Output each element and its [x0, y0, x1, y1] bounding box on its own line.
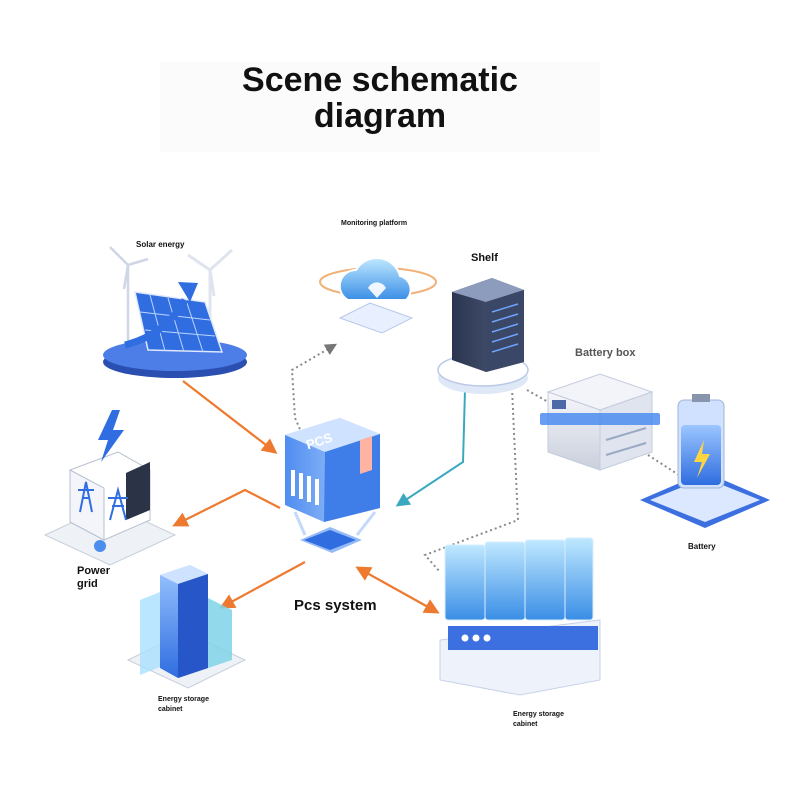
title-line-2: diagram [313, 97, 447, 135]
diagram-title: Scene schematic diagram [160, 62, 600, 152]
link-shelf-to-cabinet [423, 387, 520, 573]
label-battery: Battery [688, 542, 716, 551]
power-grid-icon [43, 410, 177, 566]
link-pcs-to-monitoring [290, 343, 338, 453]
label-energy-storage-right: Energy storage cabinet [513, 710, 564, 730]
link-box-to-battery [647, 454, 683, 478]
label-energy-storage-right-line-2: cabinet [513, 721, 538, 728]
connections [172, 343, 683, 614]
link-shelf-to-battery-box [526, 389, 551, 404]
label-solar-energy: Solar energy [136, 240, 185, 249]
link-pcs-to-grid [172, 488, 281, 527]
label-pcs-system: Pcs system [294, 597, 377, 614]
label-energy-storage-left-line-1: Energy storage [158, 696, 209, 703]
label-shelf: Shelf [471, 252, 498, 264]
shelf-icon [437, 278, 529, 394]
link-pcs-to-left-cabinet [219, 561, 306, 609]
battery-box-icon [540, 373, 660, 471]
label-power-grid: Power grid [77, 565, 110, 591]
energy-storage-cabinet-left-icon [126, 565, 247, 689]
energy-storage-cabinet-right-icon [439, 537, 601, 696]
label-power-grid-line-2: grid [77, 578, 98, 590]
link-solar-to-pcs [182, 380, 278, 454]
label-battery-box: Battery box [575, 347, 636, 359]
label-monitoring-platform: Monitoring platform [341, 220, 408, 227]
pcs-system-icon [285, 418, 380, 553]
label-power-grid-line-1: Power [77, 565, 111, 577]
link-pcs-right-cabinet [355, 566, 440, 614]
monitoring-platform-icon [319, 257, 437, 334]
battery-icon [640, 394, 770, 528]
solar-energy-icon [103, 246, 247, 378]
label-energy-storage-right-line-1: Energy storage [513, 711, 564, 718]
link-shelf-to-pcs [395, 389, 466, 507]
title-line-1: Scene schematic [242, 61, 518, 99]
label-energy-storage-left: Energy storage cabinet [158, 695, 209, 715]
label-energy-storage-left-line-2: cabinet [158, 706, 183, 713]
